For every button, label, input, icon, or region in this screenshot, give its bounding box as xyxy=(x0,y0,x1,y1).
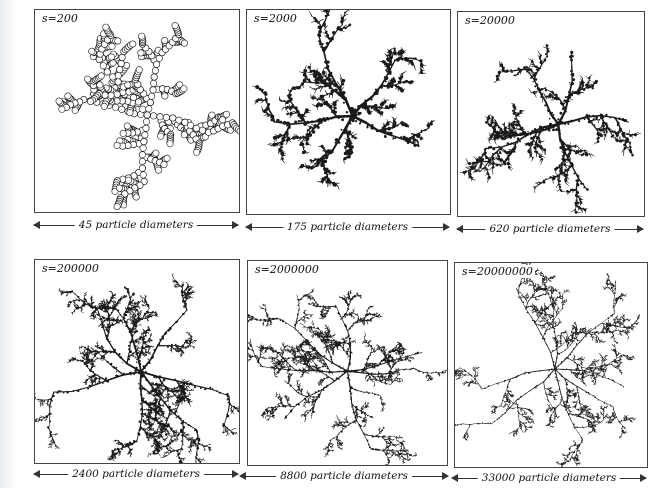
cluster-drawing-1 xyxy=(35,10,239,212)
dendrite-group xyxy=(248,289,447,465)
scale-label-3: 620 particle diameters xyxy=(485,222,614,236)
size-label-4: s=200000 xyxy=(40,262,101,275)
cluster-panel-1: s=200 xyxy=(34,9,240,213)
cluster-panel-2: s=2000 xyxy=(246,9,451,215)
size-label-2: s=2000 xyxy=(252,12,299,25)
scan-page-edge xyxy=(0,0,16,488)
scale-label-1: 45 particle diameters xyxy=(75,218,197,232)
scale-bar-3: 620 particle diameters xyxy=(457,222,643,236)
scale-bar-2: 175 particle diameters xyxy=(246,220,449,234)
dendrite-group xyxy=(252,10,435,190)
cluster-drawing-2 xyxy=(247,10,450,214)
scale-label-4: 2400 particle diameters xyxy=(68,467,204,481)
dendrite-group xyxy=(35,274,239,463)
cluster-drawing-3 xyxy=(458,12,644,216)
size-label-3: s=20000 xyxy=(463,14,517,27)
cluster-panel-5: s=2000000 xyxy=(247,260,448,466)
cluster-drawing-4 xyxy=(35,260,239,463)
dendrite-group xyxy=(460,44,641,214)
scale-label-5: 8800 particle diameters xyxy=(276,469,412,483)
dendrite-group xyxy=(56,22,239,209)
scale-bar-5: 8800 particle diameters xyxy=(240,469,448,483)
cluster-panel-6: s=20000000 xyxy=(454,262,648,468)
scale-bar-6: 33000 particle diameters xyxy=(452,471,646,485)
cluster-drawing-5 xyxy=(248,261,447,465)
cluster-panel-3: s=20000 xyxy=(457,11,645,217)
cluster-drawing-6 xyxy=(455,263,647,467)
scale-label-6: 33000 particle diameters xyxy=(478,471,620,485)
dendrite-group xyxy=(455,263,640,467)
size-label-1: s=200 xyxy=(40,12,80,25)
size-label-6: s=20000000 xyxy=(460,265,535,278)
size-label-5: s=2000000 xyxy=(253,263,321,276)
scale-bar-4: 2400 particle diameters xyxy=(34,467,238,481)
scale-bar-1: 45 particle diameters xyxy=(34,218,238,232)
scale-label-2: 175 particle diameters xyxy=(283,220,412,234)
cluster-panel-4: s=200000 xyxy=(34,259,240,464)
